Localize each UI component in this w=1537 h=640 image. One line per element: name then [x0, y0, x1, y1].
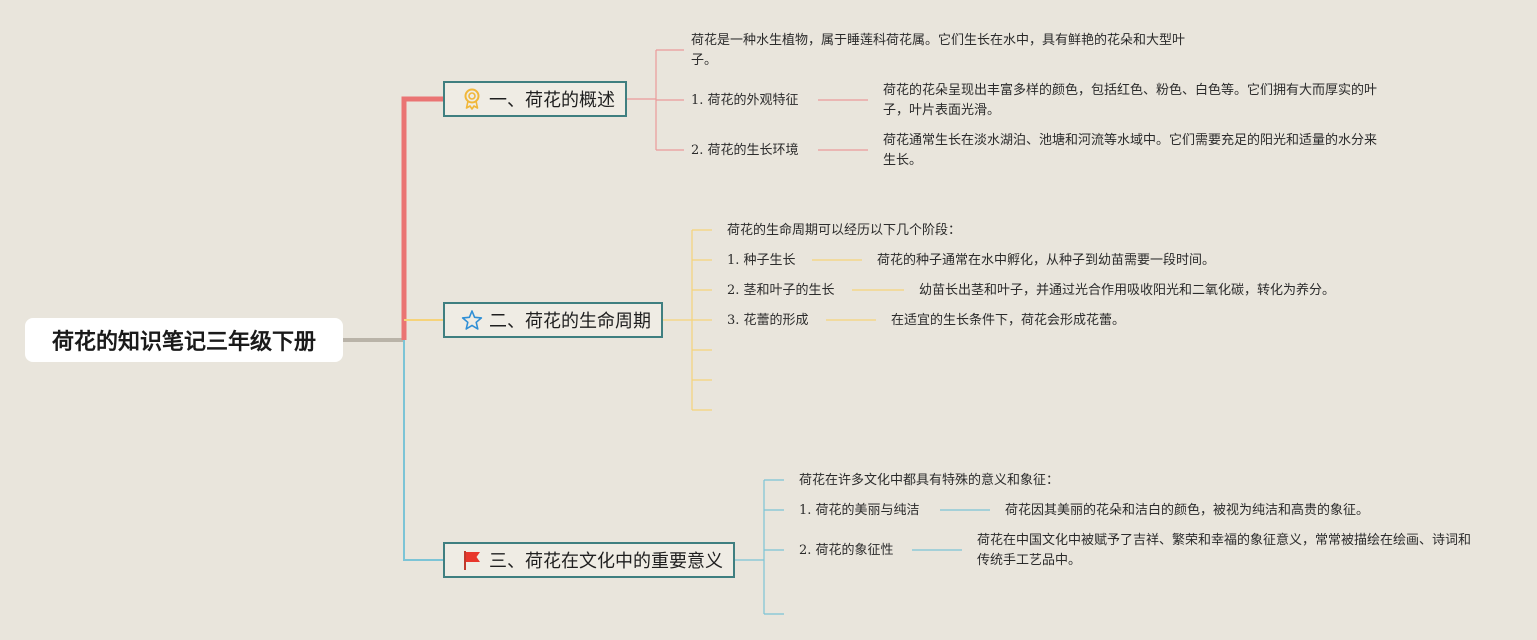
branch-topic-overview[interactable]: 一、荷花的概述	[443, 81, 627, 117]
branch-3-subtree	[734, 479, 990, 615]
overview-item-detail[interactable]: 荷花的花朵呈现出丰富多样的颜色，包括红色、粉色、白色等。它们拥有大而厚实的叶子，…	[883, 83, 1378, 118]
root-topic[interactable]: 荷花的知识笔记三年级下册	[25, 318, 343, 362]
branch-3-connector	[403, 340, 444, 561]
overview-item-detail[interactable]: 荷花通常生长在淡水湖泊、池塘和河流等水域中。它们需要充足的阳光和适量的水分来生长…	[883, 133, 1378, 168]
overview-item-label[interactable]: 1. 荷花的外观特征	[691, 93, 799, 108]
lifecycle-item-label[interactable]: 3. 花蕾的形成	[727, 313, 809, 328]
branch-2-subtree	[662, 229, 904, 411]
lifecycle-item-label[interactable]: 2. 茎和叶子的生长	[727, 283, 835, 298]
lifecycle-item-detail[interactable]: 荷花的种子通常在水中孵化，从种子到幼苗需要一段时间。	[877, 253, 1216, 268]
culture-item-label[interactable]: 1. 荷花的美丽与纯洁	[799, 503, 920, 518]
branch-topic-culture[interactable]: 三、荷花在文化中的重要意义	[443, 542, 735, 578]
lifecycle-item-detail[interactable]: 在适宜的生长条件下，荷花会形成花蕾。	[891, 313, 1126, 328]
culture-item-detail[interactable]: 荷花因其美丽的花朵和洁白的颜色，被视为纯洁和高贵的象征。	[1005, 503, 1370, 518]
lifecycle-item-detail[interactable]: 幼苗长出茎和叶子，并通过光合作用吸收阳光和二氧化碳，转化为养分。	[919, 283, 1336, 298]
overview-intro[interactable]: 荷花是一种水生植物，属于睡莲科荷花属。它们生长在水中，具有鲜艳的花朵和大型叶子。	[691, 33, 1186, 68]
branch-title: 一、荷花的概述	[489, 90, 615, 111]
branch-1-connector	[401, 96, 444, 340]
overview-item-label[interactable]: 2. 荷花的生长环境	[691, 143, 799, 158]
red-flag-icon	[461, 549, 483, 571]
award-ribbon-icon	[461, 88, 483, 110]
lifecycle-intro[interactable]: 荷花的生命周期可以经历以下几个阶段：	[727, 223, 962, 238]
branch-title: 二、荷花的生命周期	[489, 311, 651, 332]
culture-item-detail[interactable]: 荷花在中国文化中被赋予了吉祥、繁荣和幸福的象征意义，常常被描绘在绘画、诗词和传统…	[977, 533, 1472, 568]
branch-title: 三、荷花在文化中的重要意义	[489, 551, 723, 572]
culture-intro[interactable]: 荷花在许多文化中都具有特殊的意义和象征：	[799, 473, 1060, 488]
lifecycle-item-label[interactable]: 1. 种子生长	[727, 253, 796, 268]
star-icon	[461, 309, 483, 331]
culture-item-label[interactable]: 2. 荷花的象征性	[799, 543, 894, 558]
branch-topic-lifecycle[interactable]: 二、荷花的生命周期	[443, 302, 663, 338]
branch-1-subtree	[626, 49, 868, 151]
